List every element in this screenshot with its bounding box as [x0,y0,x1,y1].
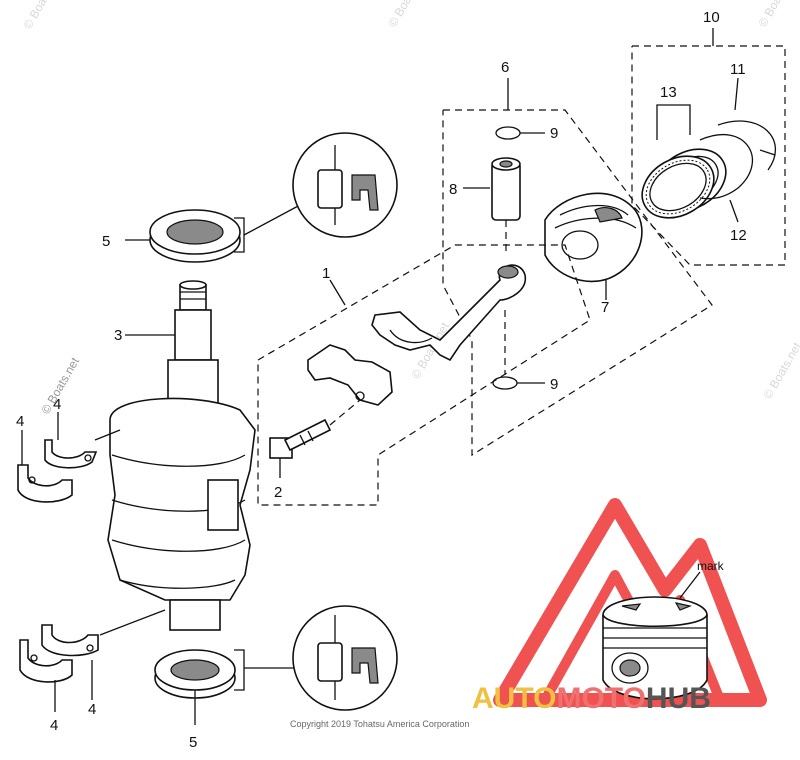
callout-9: 9 [550,376,558,393]
callout-2: 2 [274,484,282,501]
callout-9: 9 [550,125,558,142]
callout-5: 5 [189,734,197,751]
piston-pin [491,157,521,221]
callout-11: 11 [730,61,746,78]
brand-auto: AUTO [472,682,556,715]
seal-detail-upper [292,132,398,238]
oil-seal-upper [149,209,241,263]
rod-cap [307,344,393,406]
second-ring [699,134,754,200]
callout-4: 4 [88,701,96,718]
callout-8: 8 [449,181,457,198]
oil-seal-lower [154,649,236,699]
callout-3: 3 [114,327,122,344]
callout-13: 13 [660,84,677,101]
seal-detail-lower [292,605,398,711]
leader-line [99,609,166,636]
watermark-faint: © Boats.net [385,0,429,30]
callout-1: 1 [322,265,330,282]
mark-label: mark [697,559,725,573]
leader-line [243,204,301,236]
crankshaft [107,280,256,631]
group-box-rings [631,45,786,266]
connecting-rod [371,264,526,362]
group-box-conrod [257,244,591,506]
main-bearing-lower [19,624,99,683]
leader-line [329,279,346,306]
leader-line [729,199,739,223]
leader-line [734,77,739,111]
callout-4: 4 [53,396,61,413]
piston-pin-clip [495,126,521,140]
rod-bolt [269,418,332,459]
brand-logo-text: AUTOMOTOHUB [472,682,711,715]
callout-10: 10 [703,9,720,26]
callout-12: 12 [730,227,747,244]
leader-bracket [656,104,691,140]
top-ring [717,120,777,171]
callout-4: 4 [16,413,24,430]
watermark-faint: © Boats.net [760,339,800,401]
group-box-piston [442,109,713,457]
watermark-faint: © Boats.net [755,0,799,30]
piston [544,192,643,283]
leader-line [679,571,701,599]
callout-6: 6 [501,59,509,76]
axis-line [329,399,361,426]
brand-hub: HUB [646,682,711,715]
brand-moto: MOTO [556,682,645,715]
callout-5: 5 [102,233,110,250]
watermark-faint: © Boats.net [20,0,64,31]
callout-4: 4 [50,717,58,734]
leader-line [94,429,121,441]
main-bearing-upper [17,439,98,503]
piston-mark-detail [602,596,708,700]
copyright-text: Copyright 2019 Tohatsu America Corporati… [290,719,469,729]
piston-pin-clip [492,376,518,390]
leader-bracket [234,649,245,691]
piston-ring-set [641,148,727,219]
callout-7: 7 [601,299,609,316]
